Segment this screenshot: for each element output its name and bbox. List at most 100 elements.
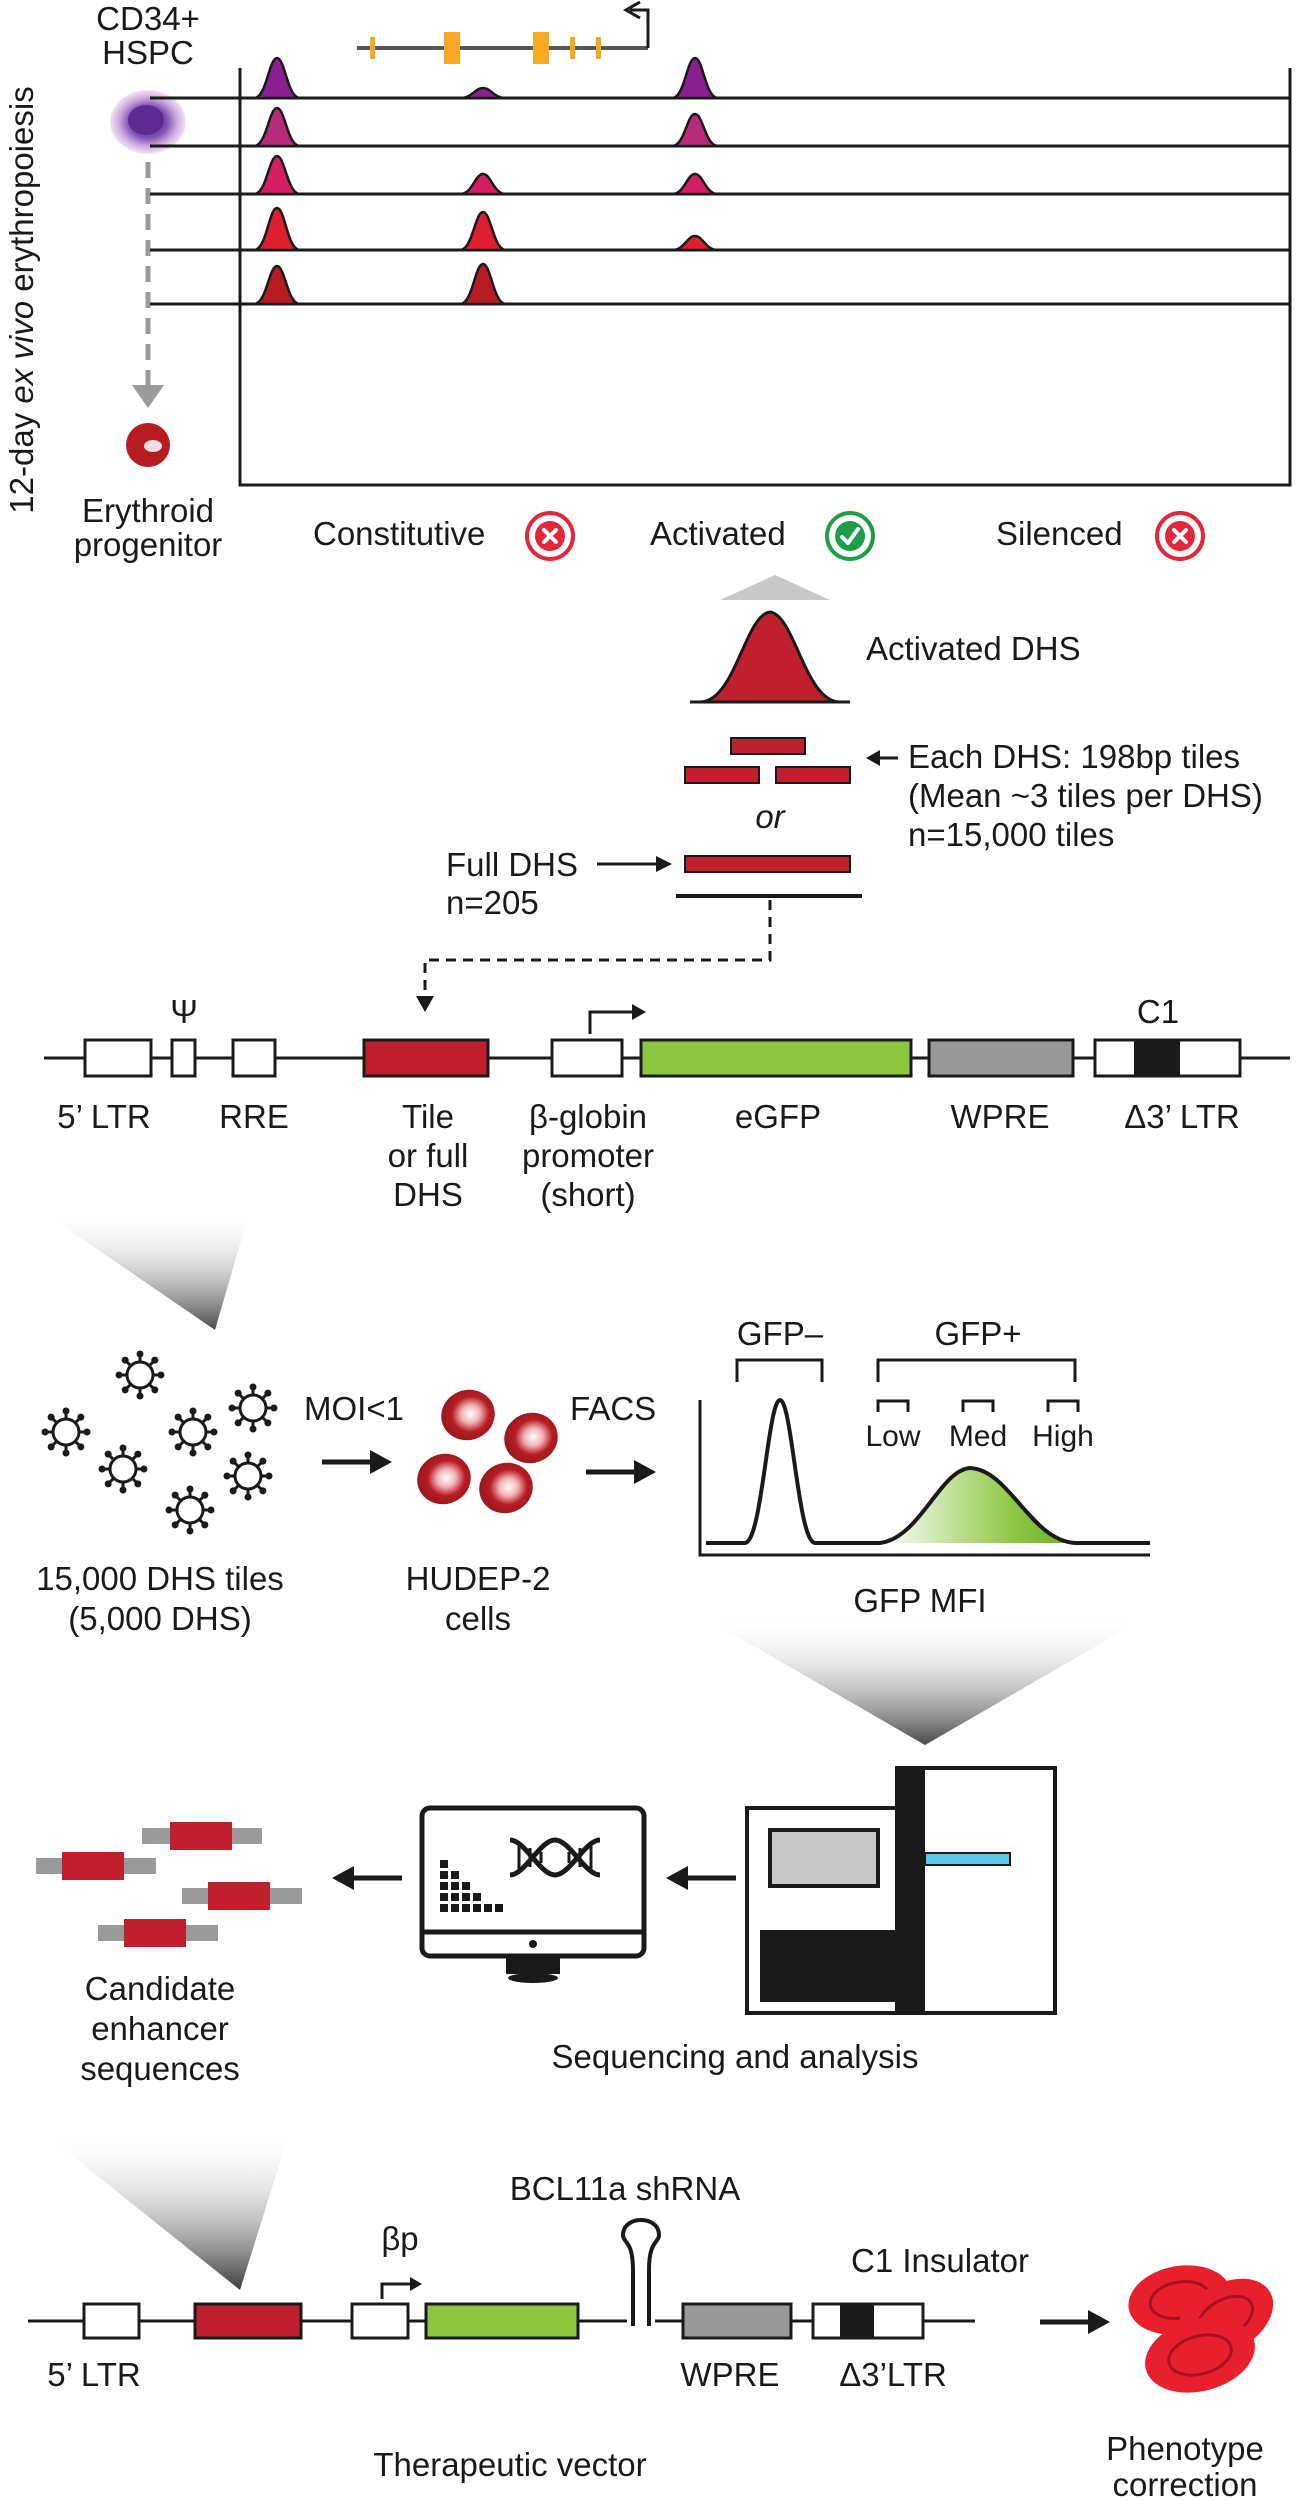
dhs-peak <box>459 262 507 306</box>
egfp-box <box>639 1038 913 1078</box>
cell-top-label-1: CD34+ <box>96 0 200 37</box>
cells-label-2: cells <box>445 1600 511 1637</box>
enhancer-box <box>193 2302 303 2340</box>
cell-bottom-label-2: progenitor <box>74 526 223 563</box>
facs-label: FACS <box>570 1390 656 1427</box>
sequencing-label: Sequencing and analysis <box>552 2038 919 2075</box>
promoter-label-1: β-globin <box>529 1098 647 1135</box>
tile-bar <box>730 737 806 755</box>
candidates-label-3: sequences <box>80 2050 240 2087</box>
shrna-label: BCL11a shRNA <box>510 2170 741 2207</box>
funnel-vector-screen <box>40 1210 250 1330</box>
hudep2-cells-icon <box>417 1389 558 1514</box>
tile-label-2: or full <box>388 1137 469 1174</box>
category-constitutive: Constitutive <box>313 515 485 552</box>
moi-label: MOI<1 <box>304 1390 404 1427</box>
erythroid-cell-icon <box>126 423 170 467</box>
tiles-note-2: (Mean ~3 tiles per DHS) <box>908 777 1263 814</box>
tiles-note-1: Each DHS: 198bp tiles <box>908 738 1240 775</box>
tile-box <box>362 1038 490 1078</box>
promoter-label-3: (short) <box>540 1176 635 1213</box>
ltr3-box <box>1093 1038 1242 1078</box>
virus-icon <box>98 1444 148 1494</box>
activated-dhs-label: Activated DHS <box>866 630 1081 667</box>
cross-icon <box>1155 511 1205 561</box>
tiles-label-2: (5,000 DHS) <box>68 1600 251 1637</box>
dhs-peak <box>459 86 507 100</box>
tracks-frame <box>238 68 1292 487</box>
ltr3-label: Δ3’ LTR <box>1124 1098 1240 1135</box>
high-label: High <box>1032 1420 1094 1453</box>
low-bracket <box>876 1399 910 1412</box>
dhs-peak <box>253 206 301 252</box>
tile-label-3: DHS <box>393 1176 463 1213</box>
ltr5-label-2: 5’ LTR <box>47 2356 141 2393</box>
promoter-label-2: promoter <box>522 1137 654 1174</box>
shrna-box <box>424 2302 580 2340</box>
cell-top-label-2: HSPC <box>102 34 194 71</box>
promoter-box-2 <box>350 2302 410 2340</box>
insulator-box <box>811 2302 925 2340</box>
differentiation-arrowhead <box>132 385 164 408</box>
tile-label-1: Tile <box>402 1098 454 1135</box>
or-label: or <box>755 798 786 835</box>
tiles-label-1: 15,000 DHS tiles <box>36 1560 284 1597</box>
vector-title: Therapeutic vector <box>373 2446 646 2483</box>
promoter-arrow-icon <box>588 1010 636 1034</box>
funnel-screen-seq <box>700 1615 1150 1745</box>
dhs-peak <box>671 234 719 252</box>
insulator-label: C1 Insulator <box>851 2242 1029 2279</box>
psi-box <box>170 1038 197 1078</box>
full-dhs-arrowhead <box>656 856 672 872</box>
full-dhs-label: Full DHS <box>446 846 578 883</box>
gfp-positive-label: GFP+ <box>934 1315 1021 1352</box>
wpre-label-2: WPRE <box>681 2356 780 2393</box>
tile-bar <box>775 766 851 784</box>
ltr5-box-2 <box>82 2302 141 2340</box>
insertion-arrowhead <box>416 996 434 1012</box>
dhs-peak <box>253 154 301 196</box>
category-activated: Activated <box>650 515 786 552</box>
ltr5-label: 5’ LTR <box>57 1098 151 1135</box>
virus-icon <box>165 1485 215 1535</box>
histogram-curve <box>706 1397 1150 1545</box>
gfp-positive-fill <box>880 1468 1075 1543</box>
gfp-negative-bracket <box>735 1358 824 1382</box>
hspc-cell-icon <box>110 90 186 154</box>
tiles-arrowhead <box>866 750 880 766</box>
candidates-label-1: Candidate <box>85 1970 235 2007</box>
tile-bar <box>684 766 760 784</box>
ltr3-label-2: Δ3’LTR <box>839 2356 947 2393</box>
med-bracket <box>961 1399 995 1412</box>
dhs-peak <box>459 172 507 196</box>
insertion-arrow <box>423 900 772 1000</box>
low-label: Low <box>865 1420 920 1453</box>
dhs-peak <box>253 264 301 306</box>
funnel-candidates-vector <box>40 2130 290 2290</box>
virus-icon <box>41 1407 91 1457</box>
promoter-arrow-icon <box>380 2282 414 2299</box>
c1-label: C1 <box>1137 993 1179 1030</box>
dhs-peak <box>253 56 301 100</box>
med-label: Med <box>949 1420 1007 1453</box>
seq-to-computer-arrowhead <box>666 1866 688 1890</box>
sort-arrowhead <box>634 1460 656 1484</box>
candidates-label-2: enhancer <box>91 2010 229 2047</box>
dhs-peak <box>671 56 719 100</box>
activated-dhs-peak <box>699 610 841 704</box>
dna-icon <box>509 1837 601 1878</box>
mfi-label: GFP MFI <box>853 1582 986 1619</box>
virus-icon <box>228 1383 278 1433</box>
gfp-negative-label: GFP– <box>737 1315 824 1352</box>
wpre-box-2 <box>681 2302 793 2340</box>
cell-bottom-label-1: Erythroid <box>82 492 214 529</box>
promoter-box <box>550 1038 624 1078</box>
virus-icon <box>223 1451 273 1501</box>
computer-to-candidates-arrowhead <box>332 1866 354 1890</box>
virus-icon <box>168 1407 218 1457</box>
psi-label: Ψ <box>170 993 198 1030</box>
ltr5-box <box>83 1038 153 1078</box>
check-icon <box>825 511 875 561</box>
promoter-arrowhead <box>410 2277 422 2291</box>
